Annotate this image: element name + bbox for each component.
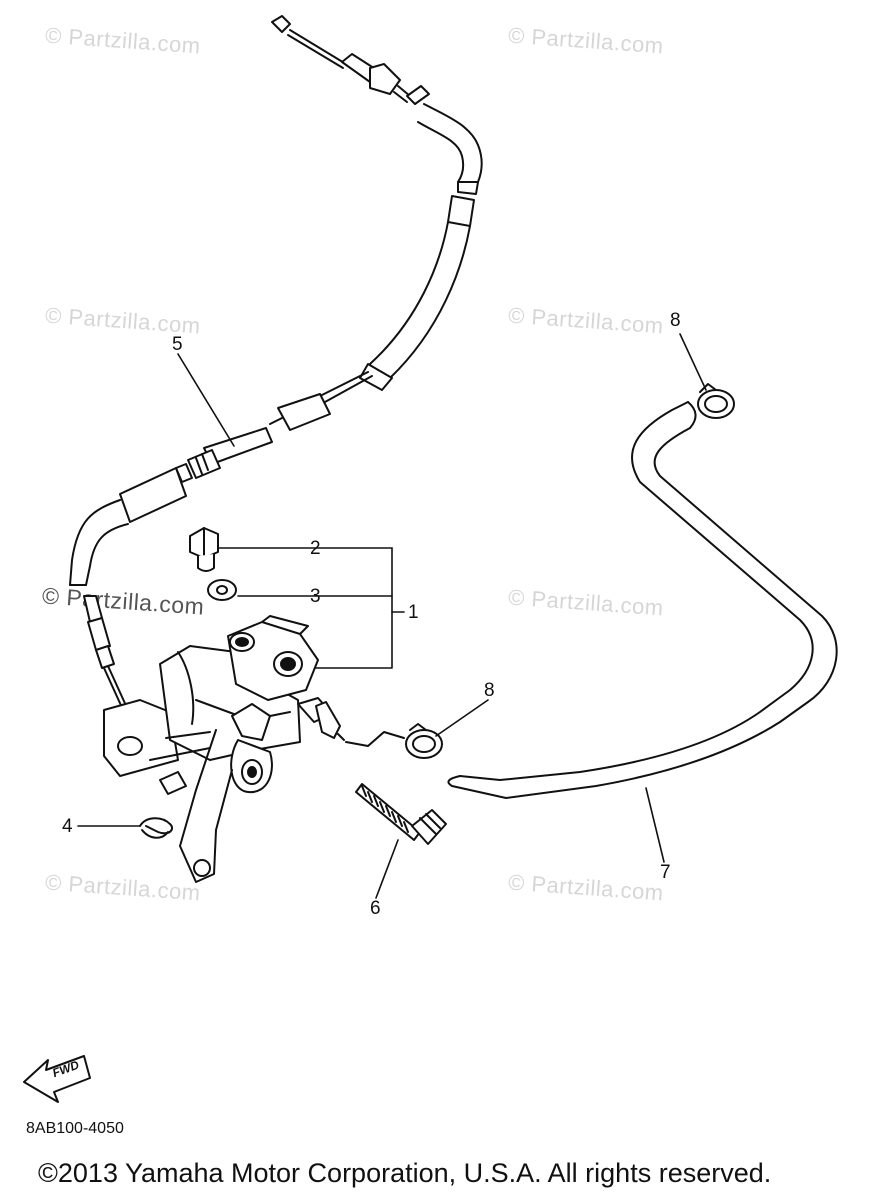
clamp-part-8-top: [697, 383, 735, 419]
leader-lines: [77, 333, 707, 899]
clamp-part-8-lower: [405, 723, 443, 759]
screw-part-6: [355, 783, 447, 845]
callout-3: 3: [310, 586, 321, 607]
copyright-notice: ©2013 Yamaha Motor Corporation, U.S.A. A…: [38, 1158, 772, 1188]
washer-part-3: [207, 579, 237, 601]
oil-pump-part-1: [103, 615, 345, 883]
callout-2: 2: [310, 538, 321, 559]
callout-5: 5: [172, 334, 183, 355]
callout-8-lower: 8: [484, 680, 495, 701]
hose-part-7: [447, 401, 838, 799]
callout-8-top: 8: [670, 310, 681, 331]
diagram-code: 8AB100-4050: [26, 1120, 124, 1137]
bolt-part-2: [189, 527, 219, 572]
callout-6: 6: [370, 898, 381, 919]
callout-7: 7: [660, 862, 671, 883]
callout-4: 4: [62, 816, 73, 837]
fwd-arrow-icon: [23, 1055, 91, 1103]
clip-part-4: [139, 817, 174, 839]
cable-part-5: [69, 15, 483, 722]
callout-1: 1: [408, 602, 419, 623]
